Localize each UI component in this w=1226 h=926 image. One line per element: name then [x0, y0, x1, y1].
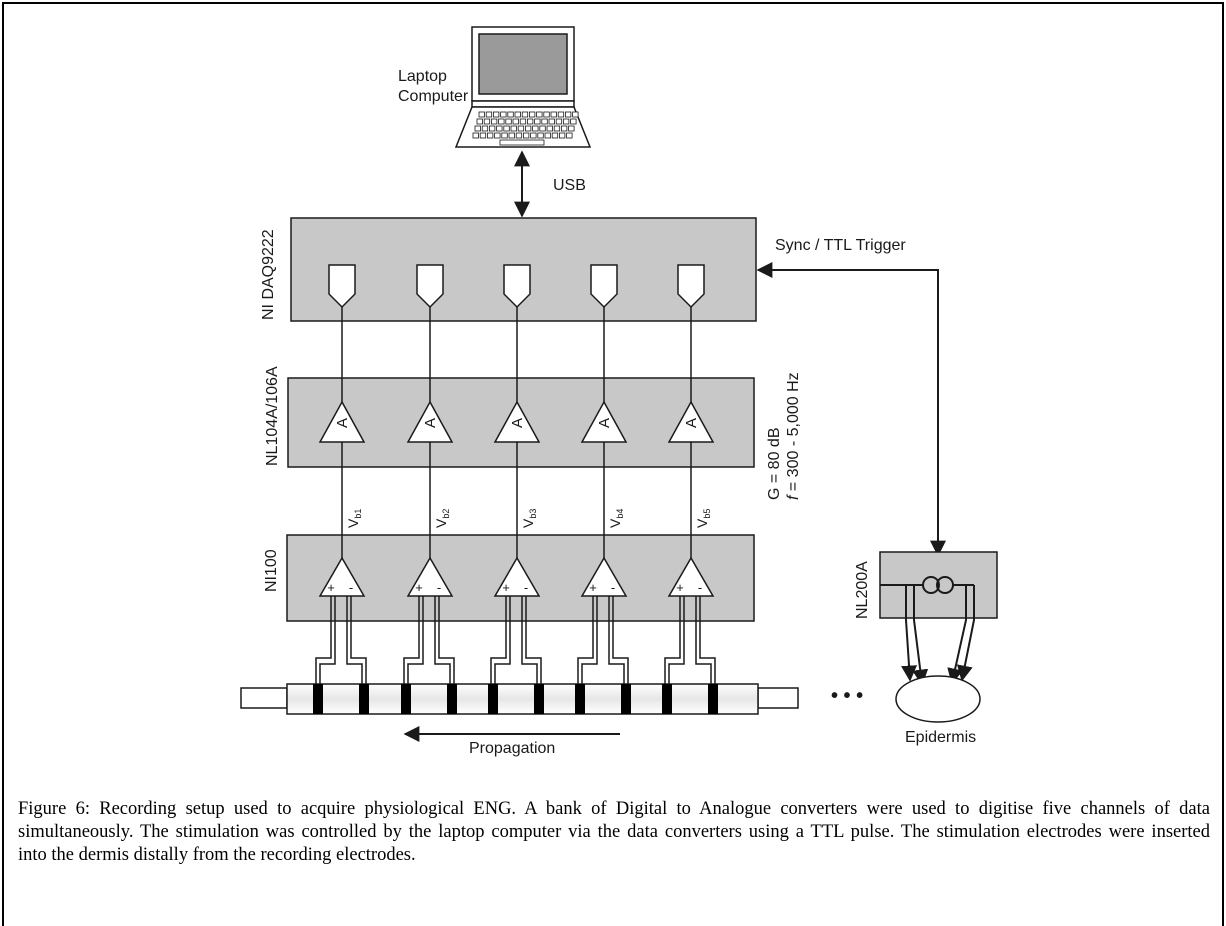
- recording-setup-diagram: Laptop Computer USB NI DAQ9222 Sync / TT…: [240, 26, 998, 757]
- electrode-lead: [699, 596, 716, 684]
- electrode-lead: [525, 596, 542, 684]
- propagation-label: Propagation: [469, 740, 555, 757]
- electrode-lead: [490, 596, 507, 684]
- stim-lead-left-inner: [912, 590, 929, 686]
- voltage-label: Vb5: [694, 509, 712, 528]
- caption-text: Figure 6: Recording setup used to acquir…: [18, 799, 1210, 842]
- electrode-band: [662, 684, 672, 714]
- laptop-label-line2: Computer: [398, 88, 469, 105]
- plus-input-label: +: [589, 580, 597, 595]
- nerve-stub-right: [757, 687, 799, 709]
- amplifier-label: A: [422, 418, 439, 428]
- electrode-lead: [581, 596, 598, 684]
- nerve-stub-left: [240, 687, 288, 709]
- diff-amplifier-icon: [667, 556, 715, 597]
- diff-amplifier-icon: [580, 556, 628, 597]
- plus-input-label: +: [502, 580, 510, 595]
- electrode-lead: [315, 596, 332, 684]
- voltage-label: Vb2: [433, 509, 451, 528]
- epidermis-label: Epidermis: [905, 729, 976, 746]
- frequency-label: f = 300 - 5,000 Hz: [785, 372, 802, 500]
- electrode-band: [708, 684, 718, 714]
- electrode-band: [575, 684, 585, 714]
- stim-lead-right: [956, 590, 975, 682]
- keyboard-icon: [472, 111, 579, 146]
- minus-input-label: -: [698, 580, 702, 595]
- caption-last-line: into the dermis distally from the record…: [18, 845, 416, 865]
- electrode-band: [534, 684, 544, 714]
- electrode-lead: [350, 596, 367, 684]
- electrode-band: [401, 684, 411, 714]
- channel-2: A Vb2 +-: [403, 264, 455, 684]
- channel-1: A Vb1 +-: [315, 264, 367, 684]
- sync-trigger-label: Sync / TTL Trigger: [775, 237, 906, 254]
- diff-amplifier-icon: [406, 556, 454, 597]
- figure-caption: Figure 6: Recording setup used to acquir…: [18, 798, 1210, 867]
- minus-input-label: -: [437, 580, 441, 595]
- voltage-label: Vb4: [607, 509, 625, 528]
- sync-trigger-arrow: [756, 262, 946, 557]
- electrode-band: [621, 684, 631, 714]
- stim-lead-right-inner: [947, 590, 967, 685]
- electrode-lead: [403, 596, 420, 684]
- electrode-lead: [438, 596, 455, 684]
- diff-amplifier-icon: [318, 556, 366, 597]
- laptop-computer-icon: [454, 26, 592, 148]
- electrode-lead: [612, 596, 629, 684]
- diff-amplifier-icon: [493, 556, 541, 597]
- electrode-band: [447, 684, 457, 714]
- usb-label: USB: [553, 177, 586, 194]
- channel-3: A Vb3 +-: [490, 264, 542, 684]
- ni100-label: NI100: [263, 549, 280, 592]
- electrode-lead: [668, 596, 685, 684]
- daq-input-connector-icon: [590, 264, 618, 309]
- daq-input-connector-icon: [328, 264, 356, 309]
- amplifier-label: A: [683, 418, 700, 428]
- continuation-dots: • • •: [831, 685, 863, 707]
- electrode-lead: [407, 596, 424, 684]
- plus-input-label: +: [676, 580, 684, 595]
- voltage-label: Vb3: [520, 509, 538, 528]
- amplifier-label: A: [334, 418, 351, 428]
- electrode-band: [359, 684, 369, 714]
- minus-input-label: -: [524, 580, 528, 595]
- channel-5: A Vb5 +-: [664, 264, 716, 684]
- epidermis-ellipse: [895, 675, 981, 723]
- electrode-lead: [577, 596, 594, 684]
- electrode-lead: [494, 596, 511, 684]
- electrode-lead: [346, 596, 363, 684]
- gain-label: G = 80 dB: [766, 428, 783, 501]
- channel-4: A Vb4 +-: [577, 264, 629, 684]
- electrode-band: [488, 684, 498, 714]
- electrode-lead: [521, 596, 538, 684]
- electrode-lead: [664, 596, 681, 684]
- electrode-lead: [434, 596, 451, 684]
- electrode-band: [313, 684, 323, 714]
- daq-label: NI DAQ9222: [260, 229, 277, 320]
- amplifier-bank-label: NL104A/106A: [264, 366, 281, 466]
- electrode-lead: [319, 596, 336, 684]
- daq-input-connector-icon: [677, 264, 705, 309]
- voltage-label: Vb1: [345, 509, 363, 528]
- nl200a-label: NL200A: [854, 561, 871, 619]
- nerve-bundle: [286, 683, 759, 715]
- minus-input-label: -: [349, 580, 353, 595]
- minus-input-label: -: [611, 580, 615, 595]
- electrode-lead: [608, 596, 625, 684]
- plus-input-label: +: [327, 580, 335, 595]
- laptop-label-line1: Laptop: [398, 68, 447, 85]
- amplifier-label: A: [596, 418, 613, 428]
- plus-input-label: +: [415, 580, 423, 595]
- daq-input-connector-icon: [416, 264, 444, 309]
- amplifier-label: A: [509, 418, 526, 428]
- electrode-lead: [695, 596, 712, 684]
- daq-input-connector-icon: [503, 264, 531, 309]
- stim-lead-left: [901, 590, 918, 682]
